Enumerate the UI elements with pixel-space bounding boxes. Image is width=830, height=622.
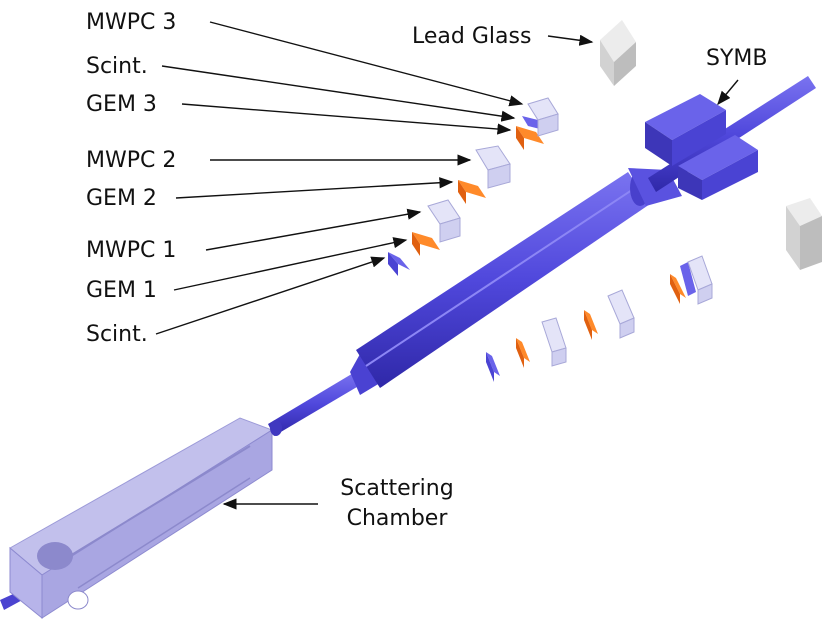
- scattering-chamber: [9, 417, 274, 620]
- detector-gem-2: [458, 180, 486, 204]
- label-mwpc2: MWPC 2: [86, 148, 177, 173]
- label-scattering-line2: Chamber: [346, 506, 448, 531]
- label-mwpc3: MWPC 3: [86, 10, 177, 35]
- arrow-gem2: [175, 177, 454, 199]
- detector-gem-1: [412, 232, 440, 256]
- arrow-gem1: [173, 237, 408, 291]
- beam-pipe-cone: [350, 345, 385, 395]
- arrow-gem3: [181, 103, 512, 135]
- label-scattering-chamber: Scattering Chamber: [332, 474, 462, 534]
- arrow-lead-glass: [547, 34, 594, 46]
- beam-pipe-narrow: [268, 372, 362, 436]
- label-gem1: GEM 1: [86, 278, 157, 303]
- label-lead-glass: Lead Glass: [412, 24, 532, 49]
- detector-scint-left-1: [388, 252, 410, 276]
- label-scattering-line1: Scattering: [340, 476, 454, 501]
- detector-gem-right-1: [516, 338, 530, 368]
- lead-glass-top: [600, 20, 636, 86]
- arrow-mwpc1: [205, 208, 422, 251]
- detector-scint-right-1: [486, 352, 500, 382]
- label-mwpc1: MWPC 1: [86, 238, 177, 263]
- detector-gem-right-2: [584, 310, 598, 340]
- annotation-arrows: [155, 21, 739, 510]
- arrow-scint-bottom: [155, 256, 386, 335]
- arrow-mwpc3: [209, 21, 524, 107]
- detector-mwpc-right-1: [541, 317, 567, 367]
- label-scint-bottom: Scint.: [86, 322, 148, 347]
- arrow-symb: [717, 79, 739, 106]
- detector-mwpc-2: [475, 145, 511, 189]
- detector-mwpc-3: [527, 97, 559, 137]
- label-gem2: GEM 2: [86, 186, 157, 211]
- detector-gem-3: [516, 126, 544, 150]
- detector-gem-right-3: [670, 274, 686, 304]
- detector-scint-right-2: [680, 262, 696, 296]
- label-symb: SYMB: [706, 46, 768, 71]
- detector-mwpc-1: [427, 199, 461, 243]
- detector-mwpc-right-3: [687, 255, 713, 305]
- detector-mwpc-right-2: [607, 289, 635, 339]
- symb-block: [645, 94, 758, 200]
- lead-glass-right: [786, 198, 822, 270]
- label-gem3: GEM 3: [86, 92, 157, 117]
- arrow-scint-top: [161, 65, 516, 122]
- label-scint-top: Scint.: [86, 54, 148, 79]
